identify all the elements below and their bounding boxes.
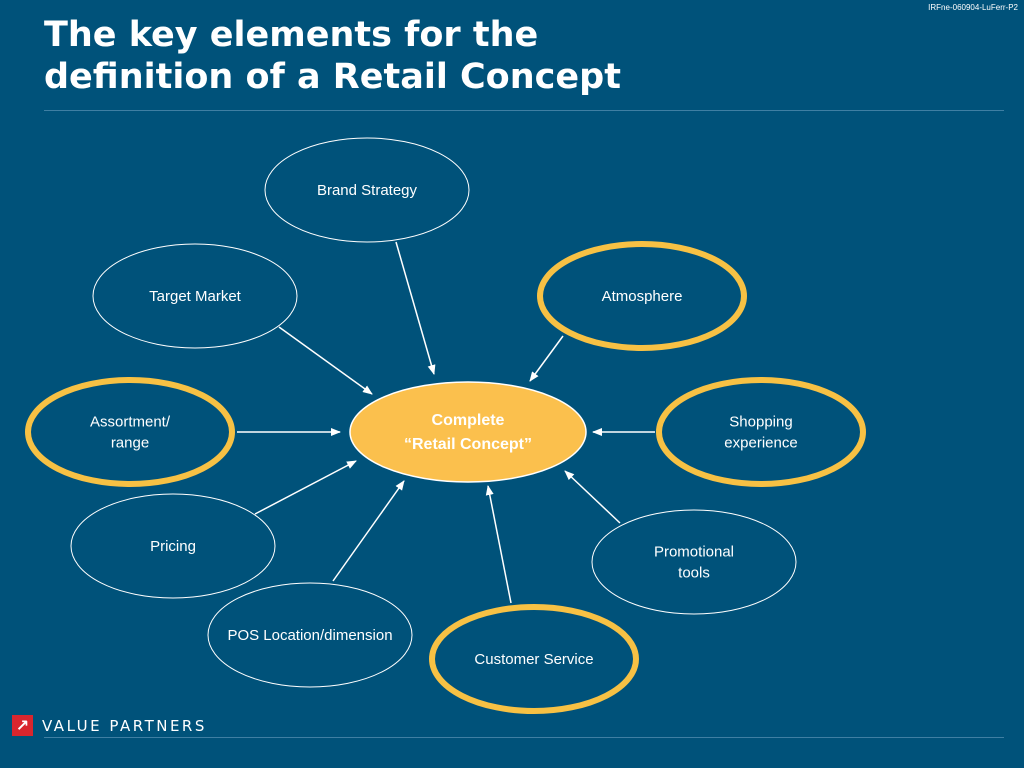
node-atmosphere: Atmosphere: [537, 241, 747, 351]
footer-divider: [44, 737, 1004, 738]
node-pricing: Pricing: [70, 493, 276, 599]
center-label: “Retail Concept”: [404, 436, 532, 453]
node-promotional-tools: Promotional tools: [591, 509, 797, 615]
node-outline: [92, 243, 298, 349]
node-shopping-experience: Shopping experience: [656, 377, 866, 487]
title-line-2: definition of a Retail Concept: [44, 57, 621, 97]
logo-wordmark: VALUE PARTNERS: [42, 716, 207, 735]
value-partners-logo: ↗ VALUE PARTNERS: [12, 715, 207, 736]
highlight-ring: [537, 241, 747, 351]
node-outline: [207, 582, 413, 688]
node-customer-service: Customer Service: [429, 604, 639, 714]
node-outline: [264, 137, 470, 243]
logo-arrow-icon: ↗: [12, 715, 33, 736]
highlight-ring: [656, 377, 866, 487]
highlight-ring: [429, 604, 639, 714]
node-pos-location-dimension: POS Location/dimension: [207, 582, 413, 688]
node-label: Promotional: [654, 544, 734, 561]
arrow-target-market: [278, 326, 373, 395]
node-outline: [70, 493, 276, 599]
node-label: experience: [724, 435, 797, 452]
node-label: Brand Strategy: [317, 182, 418, 199]
arrow-atmosphere: [529, 335, 564, 382]
node-outline: [591, 509, 797, 615]
node-label: Shopping: [729, 414, 792, 431]
node-label: Atmosphere: [602, 288, 683, 305]
document-code: IRFne-060904-LuFerr-P2: [928, 3, 1018, 12]
node-assortment-range: Assortment/range: [25, 377, 235, 487]
arrow-pricing: [254, 460, 357, 515]
node-label: Assortment/: [90, 414, 171, 431]
center-ellipse: [349, 381, 587, 483]
arrow-brand-strategy: [395, 241, 436, 375]
node-target-market: Target Market: [92, 243, 298, 349]
node-label: Target Market: [149, 288, 242, 305]
node-label: Pricing: [150, 538, 196, 555]
center-label: Complete: [432, 412, 505, 429]
arrow-customer-service: [485, 485, 512, 604]
node-label: tools: [678, 565, 710, 582]
node-label: POS Location/dimension: [227, 627, 392, 644]
highlight-ring: [25, 377, 235, 487]
node-label: range: [111, 435, 149, 452]
center-node: Complete “Retail Concept”: [349, 381, 587, 483]
node-brand-strategy: Brand Strategy: [264, 137, 470, 243]
arrow-pos-location-dimension: [332, 480, 405, 582]
connector-arrows: [237, 241, 655, 604]
title-divider: [44, 110, 1004, 111]
slide-title: The key elements for the definition of a…: [44, 14, 804, 98]
title-line-1: The key elements for the: [44, 15, 539, 55]
arrow-promotional-tools: [564, 470, 621, 524]
node-label: Customer Service: [474, 651, 593, 668]
